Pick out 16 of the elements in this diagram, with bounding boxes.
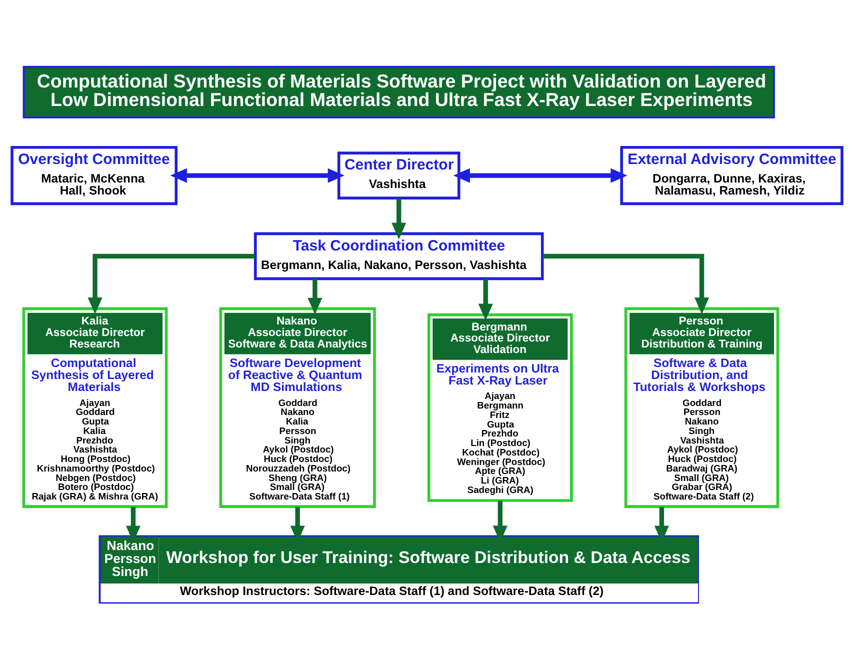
arrow xyxy=(478,278,493,320)
node-box: Center Director Vashishta xyxy=(337,151,460,199)
node-box: Kalia Associate Director Research Computational Synthesis of Layered Materials Ajayan Goddard Gupta Kalia Prezhdo Vashishta Hong (Postdoc) Krishnamoorthy (Postdoc) Nebgen (Postdoc) Botero (Postdoc) Rajak (GRA) & Mishra (GRA) xyxy=(22,306,168,508)
node-box: Persson Associate Director Distribution & Training Software & Data Distribution, and Tutorials & Workshops Goddard Persson Nakano Singh Vashishta Aykol (Postdoc) Huck (Postdoc) Baradwaj (GRA) Small (GRA) Grabar (GRA) Software-Data Staff (2) xyxy=(624,306,780,508)
arrow xyxy=(453,168,628,182)
arrow xyxy=(542,253,710,314)
node-box: External Advisory Committee Dongarra, Dunne, Kaxiras, Nalamasu, Ramesh, Yildiz xyxy=(620,146,844,205)
arrow xyxy=(308,278,322,314)
node-box: Bergmann Associate Director Validation Experiments on Ultra Fast X-Ray Laser Ajayan Bergmann Fritz Gupta Prezhdo Lin (Postdoc) Kochat (Postdoc) Weninger (Postdoc) Apte (GRA) Li (GRA) Sadeghi (GRA) xyxy=(427,312,573,502)
node-box: Nakano Associate Director Software & Data Analytics Software Development of Reactive & Quantum MD Simulations Goddard Nakano Kalia Persson Singh Aykol (Postdoc) Huck (Postdoc) Norouzzadeh (Postdoc) Sheng (GRA) Small (GRA) Software-Data Staff (1) xyxy=(219,306,376,508)
arrow xyxy=(392,198,406,239)
node-box: Oversight Committee Mataric, McKenna Hall, Shook xyxy=(10,146,178,205)
arrow xyxy=(88,253,255,314)
arrow xyxy=(170,168,344,182)
diagram-title: Computational Synthesis of Materials Software Project with Validation on Layered Low Dimensional Functional Materials and Ultra Fast X-Ray Laser Experiments xyxy=(36,70,766,110)
node-box: Task Coordination Committee Bergmann, Kalia, Nakano, Persson, Vashishta xyxy=(254,232,544,280)
